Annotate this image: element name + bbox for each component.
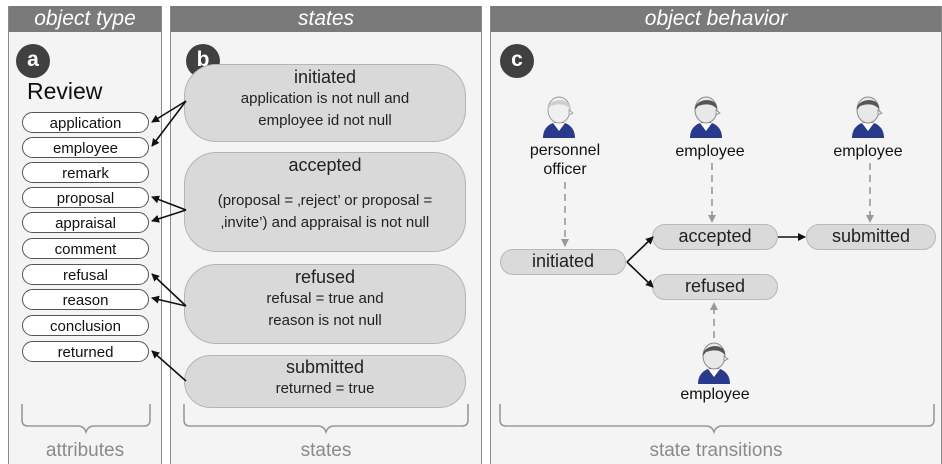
employee-icon	[689, 96, 723, 138]
object-name: Review	[27, 78, 103, 104]
attribute-comment: comment	[22, 238, 149, 259]
state-accepted: accepted (proposal = ‚reject’ or proposa…	[184, 152, 466, 252]
brace-attributes	[21, 404, 151, 435]
employee-icon	[697, 342, 731, 384]
actor-employee-submitted: employee	[833, 143, 903, 160]
badge-a: a	[16, 44, 50, 78]
arrow-initiated-employee	[151, 100, 187, 147]
state-refused-name: refused	[294, 267, 356, 287]
attribute-proposal: proposal	[22, 187, 149, 208]
state-submitted-condition-1: returned = true	[275, 380, 375, 397]
state-refused-condition-1: refusal = true and	[266, 290, 384, 307]
arrow-accepted-proposal	[151, 195, 187, 211]
behavior-state-submitted: submitted	[806, 224, 936, 250]
state-accepted-condition-1: (proposal = ‚reject’ or proposal =	[217, 192, 433, 209]
attribute-appraisal: appraisal	[22, 212, 149, 233]
state-initiated-condition-1: application is not null and	[240, 90, 410, 107]
arrow-submitted-returned	[151, 350, 187, 382]
state-initiated-condition-2: employee id not null	[258, 112, 392, 129]
transition-initiated-refused	[626, 261, 654, 288]
brace-states	[183, 404, 469, 435]
state-accepted-condition-2: ‚invite’) and appraisal is not null	[220, 214, 430, 231]
transition-initiated-accepted	[626, 236, 654, 263]
actor-employee-accepted: employee	[675, 143, 745, 160]
attribute-reason: reason	[22, 289, 149, 310]
state-initiated-name: initiated	[293, 67, 357, 87]
object-behavior-header: object behavior	[491, 6, 941, 32]
brace-state-transitions	[499, 404, 935, 435]
state-submitted: submitted returned = true	[184, 355, 466, 408]
arrow-refused-reason	[151, 295, 187, 307]
actor-employee-refused: employee	[680, 386, 750, 403]
object-type-panel: object type	[8, 6, 162, 464]
arrow-refused-refusal	[151, 273, 187, 307]
attribute-refusal: refusal	[22, 264, 149, 285]
behavior-state-initiated: initiated	[500, 249, 626, 275]
arrow-initiated-application	[151, 100, 187, 123]
footer-states: states	[300, 440, 352, 461]
badge-c: c	[500, 44, 534, 78]
attribute-remark: remark	[22, 162, 149, 183]
attribute-employee: employee	[22, 137, 149, 158]
arrow-accepted-appraisal	[151, 209, 187, 223]
actor-personnel-officer-line1: personnel	[529, 142, 601, 159]
footer-state-transitions: state transitions	[649, 440, 783, 461]
state-refused: refused refusal = true and reason is not…	[184, 264, 466, 344]
state-refused-condition-2: reason is not null	[268, 312, 382, 329]
state-submitted-name: submitted	[285, 357, 365, 377]
footer-attributes: attributes	[45, 440, 125, 461]
actor-personnel-officer-line2: officer	[543, 161, 587, 178]
attribute-conclusion: conclusion	[22, 315, 149, 336]
state-initiated: initiated application is not null and em…	[184, 64, 466, 142]
state-accepted-name: accepted	[288, 155, 362, 175]
states-header: states	[171, 6, 481, 32]
personnel-officer-icon	[542, 96, 576, 138]
attribute-application: application	[22, 112, 149, 133]
attribute-returned: returned	[22, 341, 149, 362]
employee-icon	[851, 96, 885, 138]
object-type-header: object type	[9, 6, 161, 32]
behavior-state-accepted: accepted	[652, 224, 778, 250]
